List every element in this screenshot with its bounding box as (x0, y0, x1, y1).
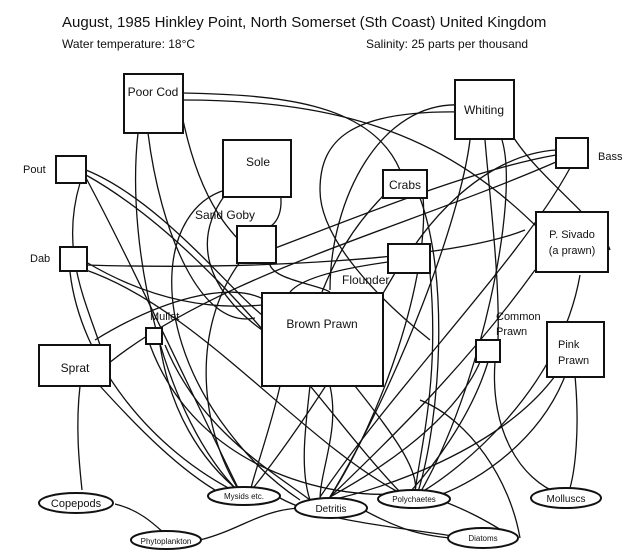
link (417, 197, 440, 493)
node-diatoms-label: Diatoms (468, 534, 497, 543)
food-source-ellipses: Copepods Mysids etc. Detritis Polychaete… (38, 486, 602, 550)
link (69, 271, 241, 495)
link (206, 194, 263, 331)
node-mullet-label: Mullet (150, 311, 179, 323)
node-p-sivado-label-line2: (a prawn) (549, 245, 595, 257)
link (409, 361, 489, 493)
link (419, 274, 581, 494)
node-crabs-label: Crabs (389, 178, 421, 192)
node-sprat-label: Sprat (61, 361, 90, 375)
link (99, 385, 221, 494)
food-web-links (69, 92, 611, 541)
link (329, 361, 481, 498)
node-brown-prawn-box (261, 292, 384, 387)
link (439, 375, 566, 496)
node-bass-box (555, 137, 589, 169)
link (319, 167, 571, 498)
node-p-sivado-label-line1: P. Sivado (549, 229, 595, 241)
link (329, 104, 463, 291)
link (164, 344, 311, 501)
node-detritis-ellipse (294, 497, 368, 519)
node-pink-prawn-label-line2: Prawn (558, 355, 589, 367)
link (249, 385, 281, 493)
link (414, 272, 434, 493)
node-diatoms-ellipse (447, 527, 519, 549)
link (85, 269, 401, 494)
node-sprat-box (38, 344, 111, 387)
link (419, 399, 521, 539)
node-mysids-ellipse (207, 486, 281, 506)
node-flounder-label: Flounder (342, 273, 389, 287)
node-pout-box (55, 155, 87, 184)
node-phytoplankton-ellipse (130, 530, 202, 550)
node-mullet-box (145, 327, 163, 345)
link (329, 269, 536, 498)
node-polychaetes-label: Polychaetes (392, 495, 436, 504)
water-temperature-label: Water temperature: 18°C (62, 37, 196, 51)
link (303, 385, 311, 501)
link (77, 385, 83, 491)
node-sole-label: Sole (246, 155, 270, 169)
node-polychaetes-ellipse (377, 489, 451, 509)
link (94, 291, 266, 341)
node-pink-prawn-box (546, 321, 605, 378)
link (149, 344, 401, 495)
node-common-prawn-label-line2: Prawn (496, 326, 527, 338)
node-flounder-box (387, 243, 431, 274)
link (114, 503, 166, 535)
node-bass-label: Bass (598, 151, 623, 163)
link (71, 182, 101, 346)
node-brown-prawn-label: Brown Prawn (286, 317, 357, 331)
link (289, 261, 389, 293)
node-pink-prawn-label-line1: Pink (558, 339, 580, 351)
link (319, 385, 334, 501)
diagram-title: August, 1985 Hinkley Point, North Somers… (62, 14, 547, 31)
link (85, 229, 526, 267)
link (85, 261, 263, 307)
link (359, 507, 451, 539)
species-boxes: Poor Cod Whiting Bass Pout Sole Crabs Sa… (23, 73, 623, 387)
node-common-prawn-box (475, 339, 501, 363)
link (269, 264, 331, 293)
node-dab-label: Dab (30, 253, 50, 265)
node-phytoplankton-label: Phytoplankton (141, 537, 192, 546)
link (199, 507, 301, 541)
node-molluscs-ellipse (530, 487, 602, 509)
node-poor-cod-label: Poor Cod (128, 85, 179, 99)
link (329, 195, 425, 498)
link (205, 261, 241, 493)
node-dab-box (59, 246, 88, 272)
node-mysids-label: Mysids etc. (224, 492, 264, 501)
node-copepods-label: Copepods (51, 498, 102, 510)
link (419, 139, 507, 494)
node-whiting-label: Whiting (464, 103, 504, 117)
node-common-prawn-label-line1: Common (496, 311, 541, 323)
salinity-label: Salinity: 25 parts per thousand (366, 37, 529, 51)
link (493, 361, 561, 495)
node-crabs-box (382, 169, 428, 199)
link (321, 195, 384, 293)
node-detritis-label: Detritis (315, 504, 346, 515)
link (329, 375, 556, 501)
node-p-sivado-box (535, 211, 609, 273)
link (354, 385, 417, 493)
node-poor-cod-box (123, 73, 184, 134)
link (85, 169, 263, 316)
link (159, 344, 241, 493)
node-pout-label: Pout (23, 164, 46, 176)
link (94, 161, 557, 376)
node-sole-box (222, 139, 292, 198)
link (182, 92, 401, 171)
node-whiting-box (454, 79, 515, 140)
node-sand-goby-box (236, 225, 277, 264)
link (569, 375, 578, 489)
node-sand-goby-label: Sand Goby (195, 208, 255, 222)
node-copepods-ellipse (38, 492, 114, 514)
node-molluscs-label: Molluscs (547, 494, 586, 505)
